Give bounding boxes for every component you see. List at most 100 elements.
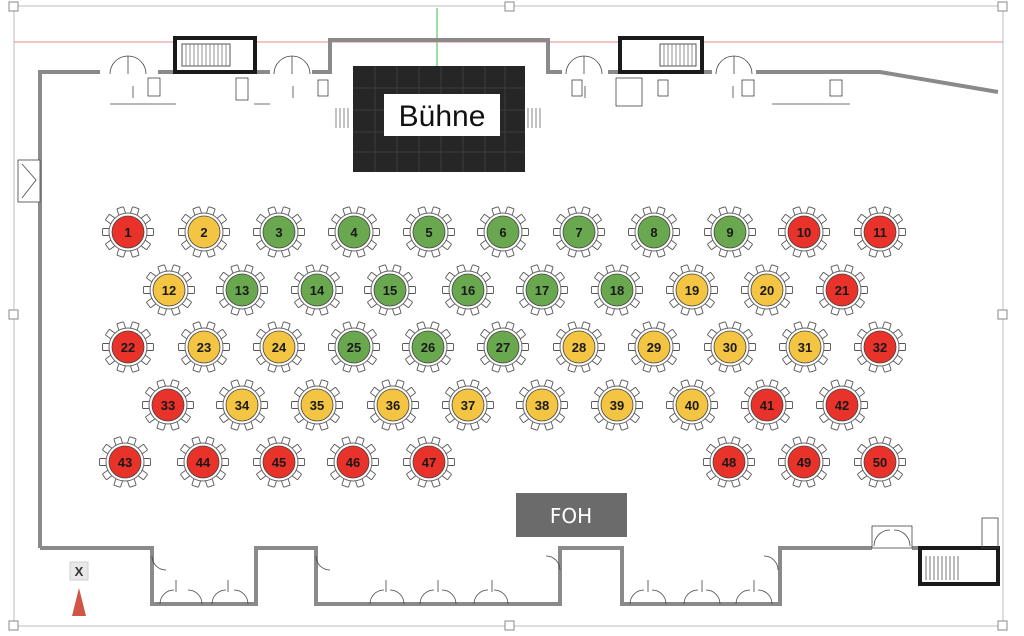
table-disc (787, 445, 821, 479)
chair (597, 343, 605, 351)
chair (516, 401, 524, 409)
table-disc (187, 215, 221, 249)
chair (327, 458, 335, 466)
table-4[interactable]: 4 (328, 206, 380, 258)
table-3[interactable]: 3 (253, 206, 305, 258)
table-disc (787, 215, 821, 249)
table-43[interactable]: 43 (99, 436, 151, 488)
table-20[interactable]: 20 (741, 264, 793, 316)
table-5[interactable]: 5 (403, 206, 455, 258)
walls (38, 38, 999, 606)
table-8[interactable]: 8 (628, 206, 680, 258)
table-18[interactable]: 18 (591, 264, 643, 316)
table-39[interactable]: 39 (591, 379, 643, 431)
table-19[interactable]: 19 (666, 264, 718, 316)
table-disc (863, 215, 897, 249)
table-22[interactable]: 22 (102, 321, 154, 373)
table-number: 6 (499, 225, 506, 240)
table-13[interactable]: 13 (216, 264, 268, 316)
table-26[interactable]: 26 (402, 321, 454, 373)
table-12[interactable]: 12 (143, 264, 195, 316)
table-disc (712, 445, 746, 479)
table-7[interactable]: 7 (553, 206, 605, 258)
chair (898, 228, 906, 236)
table-50[interactable]: 50 (854, 436, 906, 488)
table-number: 19 (685, 283, 699, 298)
chair (785, 401, 793, 409)
table-40[interactable]: 40 (666, 379, 718, 431)
table-number: 38 (535, 398, 549, 413)
table-23[interactable]: 23 (178, 321, 230, 373)
table-21[interactable]: 21 (816, 264, 868, 316)
table-number: 8 (650, 225, 657, 240)
table-10[interactable]: 10 (778, 206, 830, 258)
table-30[interactable]: 30 (704, 321, 756, 373)
chair (635, 286, 643, 294)
chair (521, 228, 529, 236)
table-27[interactable]: 27 (477, 321, 529, 373)
table-15[interactable]: 15 (364, 264, 416, 316)
table-48[interactable]: 48 (703, 436, 755, 488)
table-disc (111, 330, 145, 364)
table-31[interactable]: 31 (779, 321, 831, 373)
table-1[interactable]: 1 (102, 206, 154, 258)
table-disc (713, 215, 747, 249)
table-11[interactable]: 11 (854, 206, 906, 258)
table-number: 3 (275, 225, 282, 240)
table-42[interactable]: 42 (816, 379, 868, 431)
table-35[interactable]: 35 (291, 379, 343, 431)
table-number: 49 (797, 455, 811, 470)
table-number: 32 (873, 340, 887, 355)
table-disc (225, 388, 259, 422)
doors-bottom (151, 517, 999, 605)
table-disc (562, 215, 596, 249)
table-33[interactable]: 33 (142, 379, 194, 431)
table-9[interactable]: 9 (704, 206, 756, 258)
chair (822, 228, 830, 236)
table-number: 35 (310, 398, 324, 413)
table-47[interactable]: 47 (403, 436, 455, 488)
table-32[interactable]: 32 (854, 321, 906, 373)
chair (521, 343, 529, 351)
table-46[interactable]: 46 (327, 436, 379, 488)
chair (628, 228, 636, 236)
table-37[interactable]: 37 (442, 379, 494, 431)
table-49[interactable]: 49 (778, 436, 830, 488)
chair (854, 228, 862, 236)
table-6[interactable]: 6 (477, 206, 529, 258)
table-36[interactable]: 36 (367, 379, 419, 431)
chair (553, 228, 561, 236)
table-34[interactable]: 34 (216, 379, 268, 431)
chair (186, 401, 194, 409)
table-28[interactable]: 28 (553, 321, 605, 373)
chair (628, 343, 636, 351)
table-number: 41 (760, 398, 774, 413)
table-17[interactable]: 17 (516, 264, 568, 316)
table-24[interactable]: 24 (253, 321, 305, 373)
table-45[interactable]: 45 (253, 436, 305, 488)
north-arrow-icon (72, 588, 86, 616)
chair (253, 343, 261, 351)
chair (291, 401, 299, 409)
table-number: 13 (235, 283, 249, 298)
chair (486, 286, 494, 294)
table-disc (186, 445, 220, 479)
table-disc (412, 215, 446, 249)
table-44[interactable]: 44 (177, 436, 229, 488)
chair (823, 343, 831, 351)
table-25[interactable]: 25 (328, 321, 380, 373)
table-38[interactable]: 38 (516, 379, 568, 431)
table-16[interactable]: 16 (442, 264, 494, 316)
table-number: 50 (873, 455, 887, 470)
table-disc (262, 330, 296, 364)
table-disc (525, 388, 559, 422)
table-disc (637, 330, 671, 364)
table-29[interactable]: 29 (628, 321, 680, 373)
table-41[interactable]: 41 (741, 379, 793, 431)
table-2[interactable]: 2 (178, 206, 230, 258)
table-number: 42 (835, 398, 849, 413)
table-14[interactable]: 14 (291, 264, 343, 316)
table-disc (376, 388, 410, 422)
table-disc (600, 273, 634, 307)
